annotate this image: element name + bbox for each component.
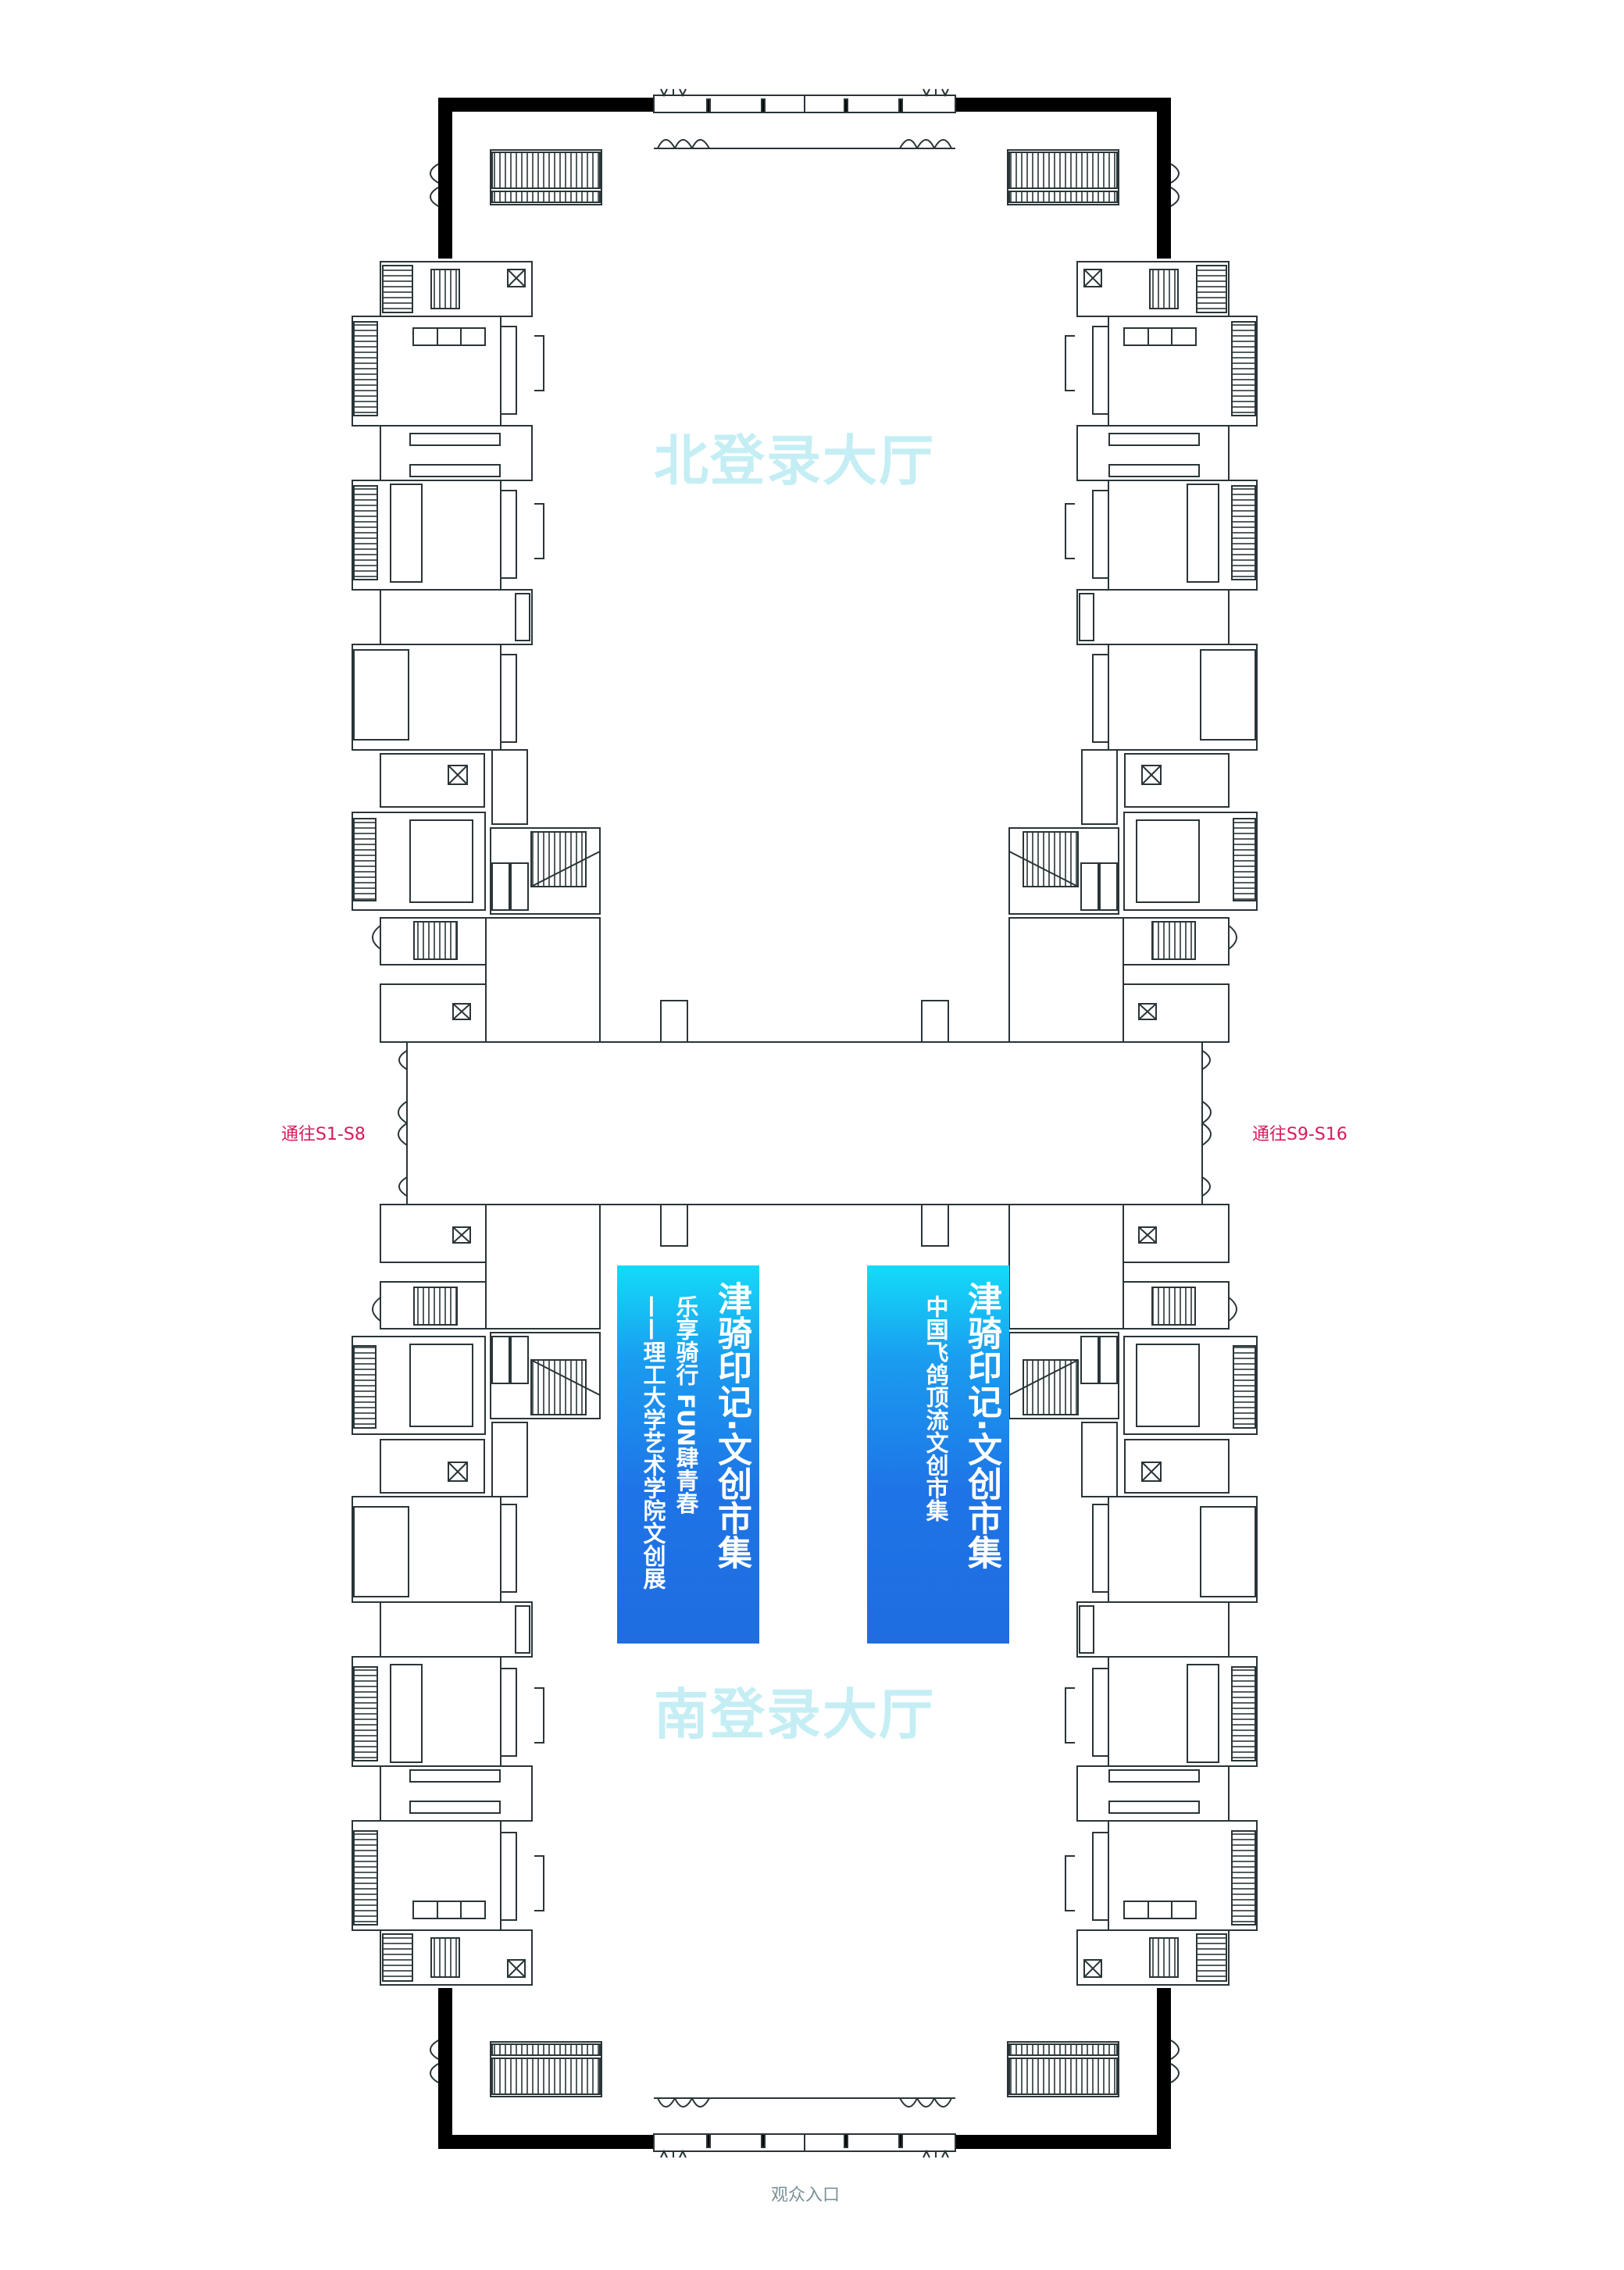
audience-entrance-label: 观众入口 (771, 2186, 841, 2205)
banner-subtitle: 乐享骑行 FUN肆青春 (673, 1295, 699, 1515)
plan-quadrant-northeast (805, 89, 1257, 1123)
banner-subtitle: 中国飞鸽顶流文创市集 (923, 1295, 949, 1522)
south-hall-title: 南登录大厅 (654, 1683, 935, 1747)
banner-title: 津骑印记·文创市集 (712, 1281, 751, 1569)
banner-art-college-market: 津骑印记·文创市集 乐享骑行 FUN肆青春 ——理工大学艺术学院文创展 (617, 1265, 759, 1644)
banner-title: 津骑印记·文创市集 (962, 1281, 1001, 1569)
banner-feige-market: 津骑印记·文创市集 中国飞鸽顶流文创市集 (867, 1265, 1009, 1644)
direction-label-east: 通往S9-S16 (1252, 1125, 1347, 1144)
north-hall-title: 北登录大厅 (654, 429, 935, 493)
direction-label-west: 通往S1-S8 (281, 1125, 366, 1144)
banner-subtitle-2: ——理工大学艺术学院文创展 (640, 1295, 666, 1590)
plan-quadrant-northwest (352, 89, 805, 1123)
